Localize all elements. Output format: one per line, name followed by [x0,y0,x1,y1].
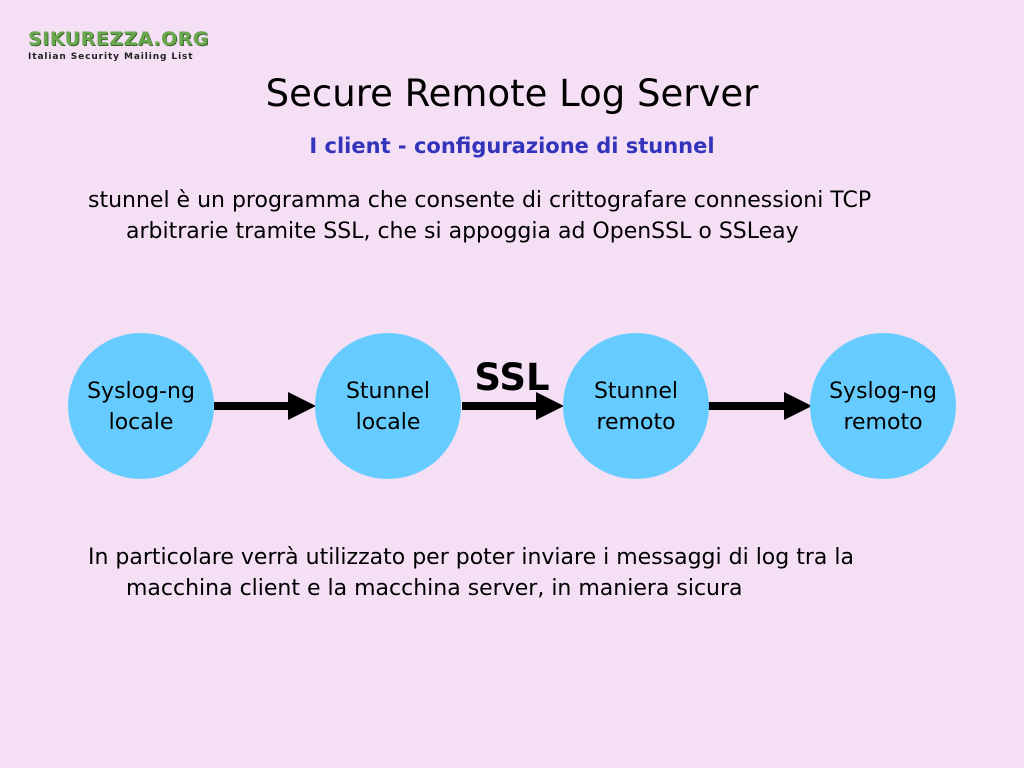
slide-title: Secure Remote Log Server [265,72,759,115]
detail-paragraph: In particolare verrà utilizzato per pote… [88,545,854,601]
arrow-stunnel-remote-to-syslog [708,392,812,420]
node-circle [68,333,214,479]
node-circle [563,333,709,479]
logo: SIKUREZZA.ORG Italian Security Mailing L… [28,28,209,63]
node-label-line1: Stunnel [346,379,430,404]
arrow-head [536,392,564,420]
node-label-line2: locale [356,410,421,435]
node-label-line1: Stunnel [594,379,678,404]
logo-tagline: Italian Security Mailing List [28,52,194,62]
node-label-line2: remoto [596,410,675,435]
arrow-syslog-to-stunnel-local [214,392,316,420]
node-syslog-ng-remoto: Syslog-ng remoto [810,333,956,479]
node-label-line2: remoto [843,410,922,435]
node-circle [315,333,461,479]
node-circle [810,333,956,479]
node-syslog-ng-locale: Syslog-ng locale [68,333,214,479]
flow-diagram: SSL Syslog-ng locale Stunnel locale Stun… [68,333,956,479]
arrow-ssl [462,392,564,420]
node-stunnel-locale: Stunnel locale [315,333,461,479]
node-stunnel-remoto: Stunnel remoto [563,333,709,479]
ssl-label: SSL [474,356,549,399]
arrow-head [288,392,316,420]
node-label-line1: Syslog-ng [87,379,195,404]
arrow-head [784,392,812,420]
node-label-line2: locale [109,410,174,435]
node-label-line1: Syslog-ng [829,379,937,404]
intro-paragraph: stunnel è un programma che consente di c… [88,188,872,244]
slide-subtitle: I client - configurazione di stunnel [309,134,715,158]
logo-name: SIKUREZZA.ORG [28,28,209,50]
